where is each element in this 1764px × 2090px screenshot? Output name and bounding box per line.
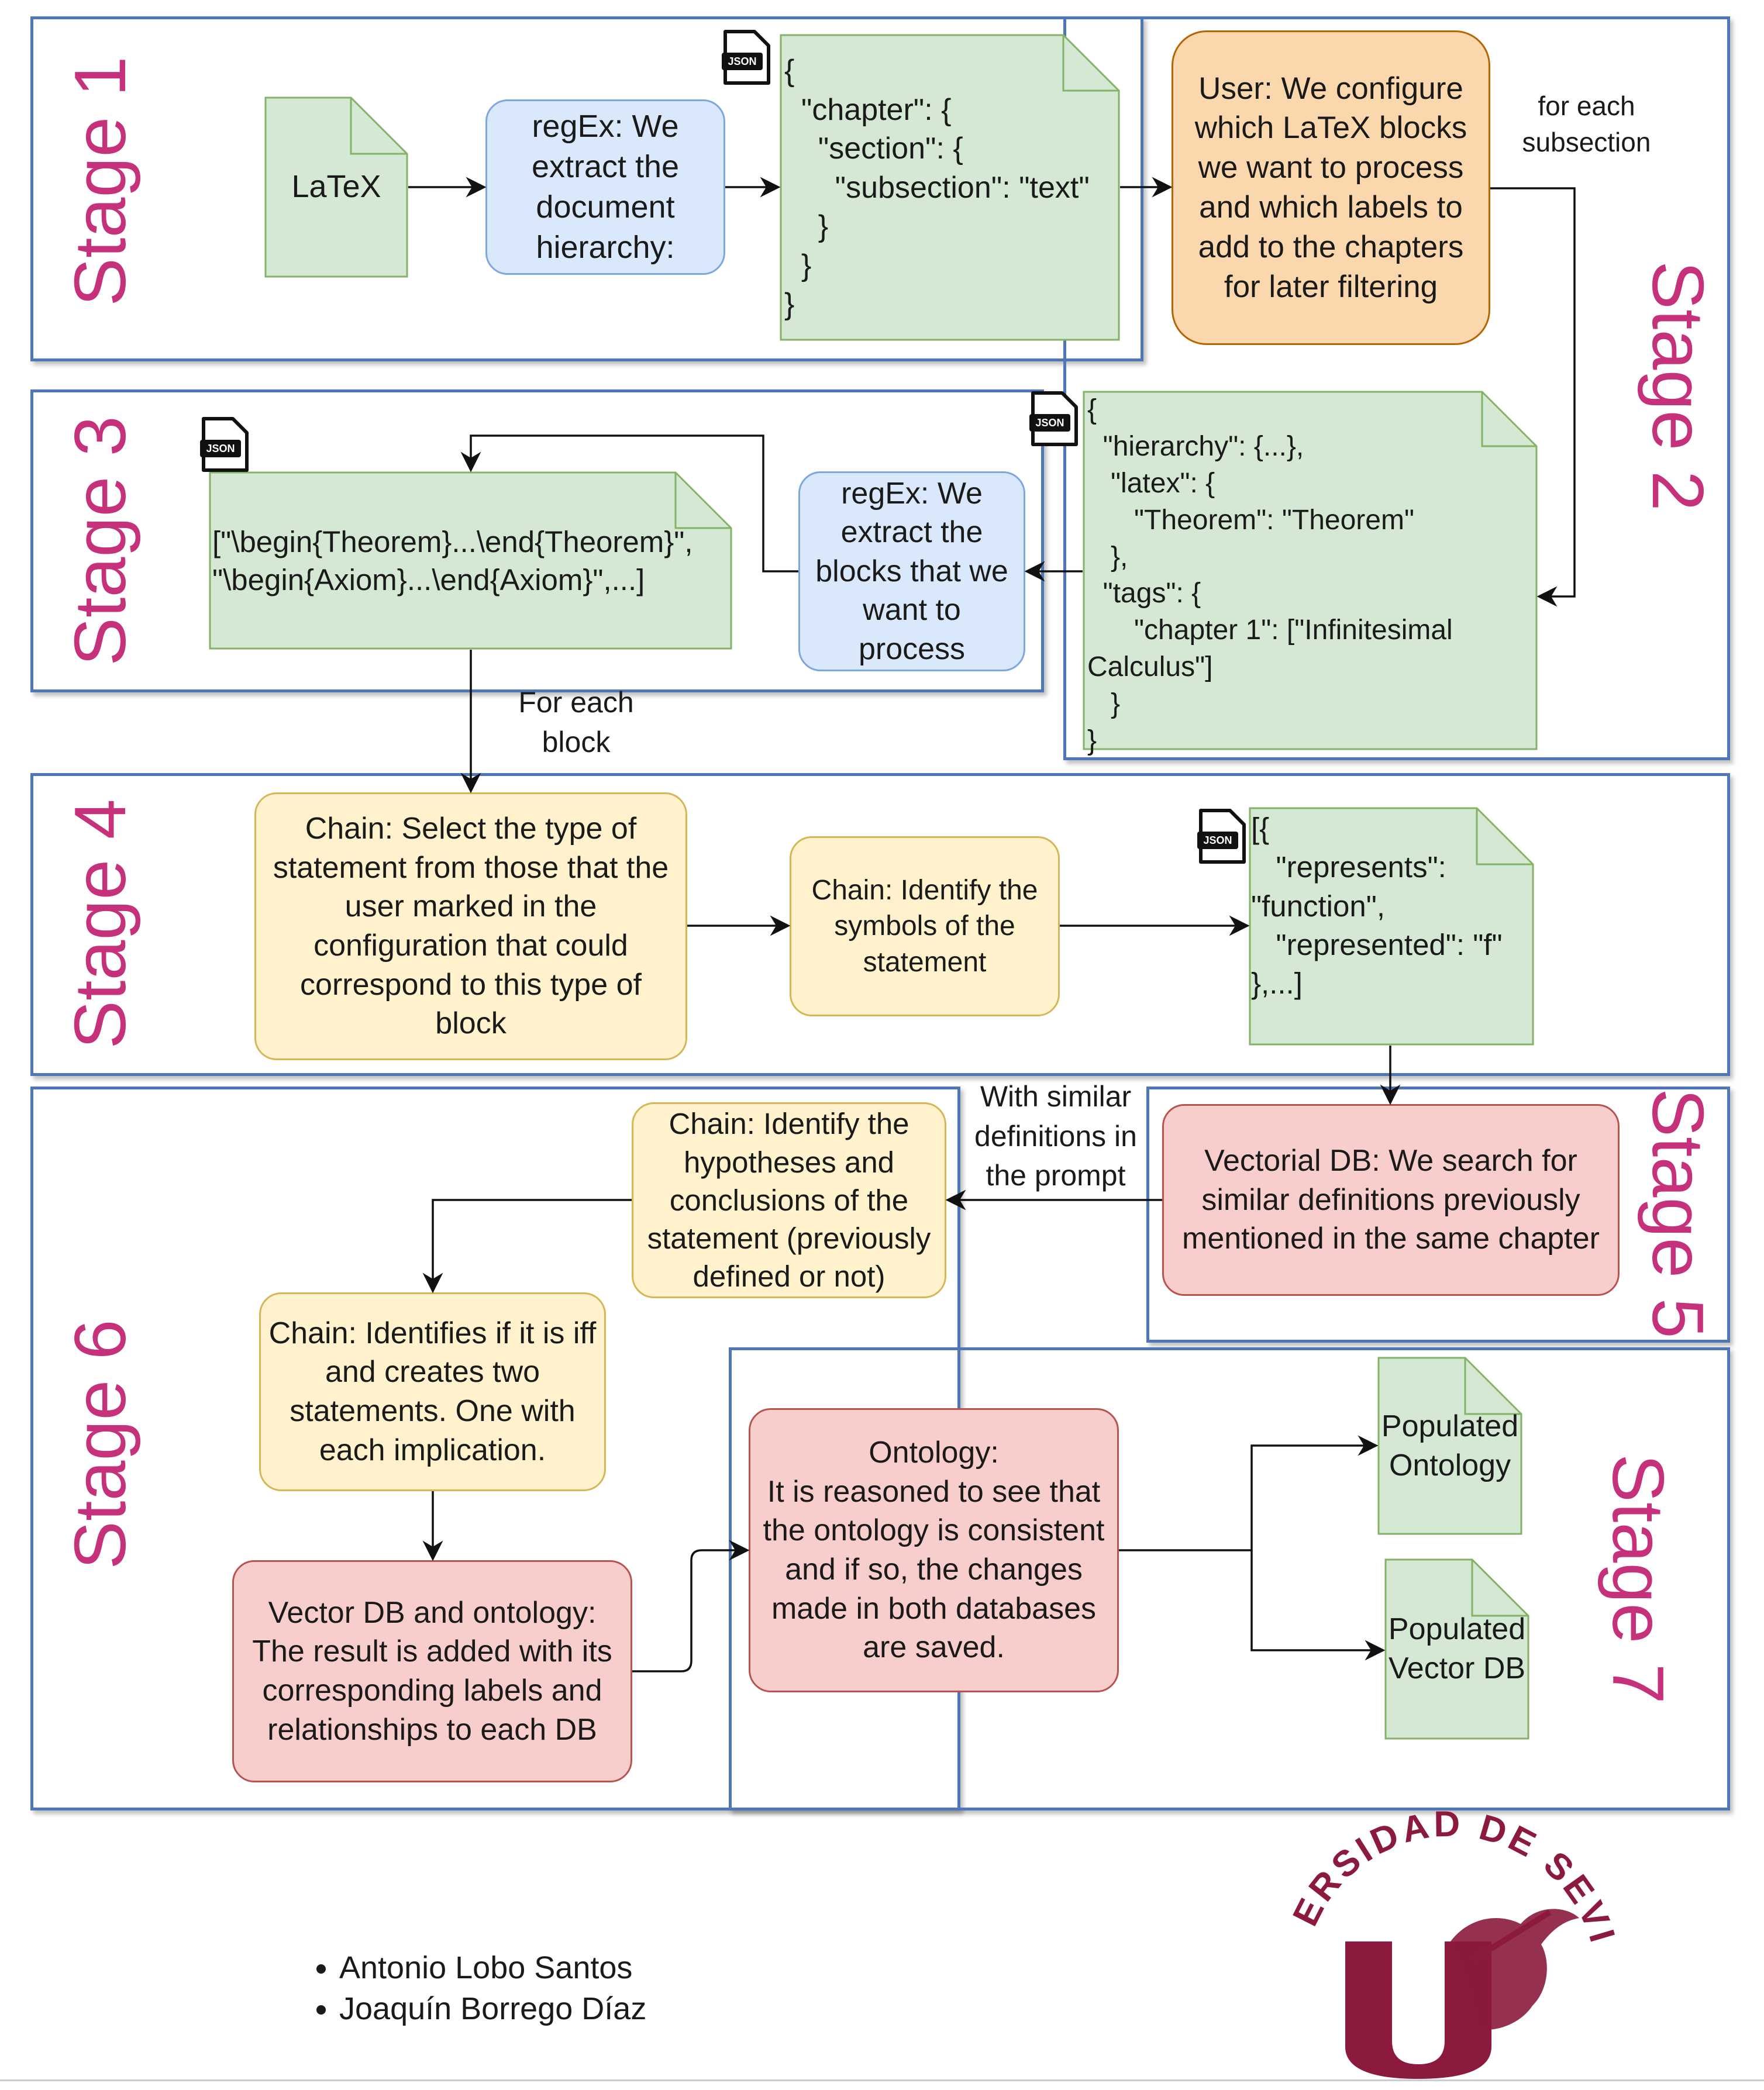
chain-symbols-node: Chain: Identify the symbols of the state… — [790, 836, 1060, 1016]
logo-text: UNIVERSIDAD DE SEVILLA — [1275, 1766, 1620, 1950]
arrow-hypotheses-to-iff — [422, 1199, 632, 1294]
json-symbols-document: [{ "represents": "function", "represente… — [1249, 807, 1534, 1046]
svg-text:JSON: JSON — [1035, 417, 1064, 429]
arrow-vectordb-to-ontology — [632, 1540, 750, 1672]
json-file-icon: JSON — [722, 30, 770, 85]
latex-document-label: LaTeX — [291, 169, 381, 205]
authors-list: Antonio Lobo Santos Joaquín Borrego Díaz — [304, 1947, 646, 2029]
chain-hypotheses-node: Chain: Identify the hypotheses and concl… — [632, 1102, 946, 1298]
chain-iff-node: Chain: Identifies if it is iff and creat… — [259, 1292, 606, 1491]
latex-document: LaTeX — [264, 96, 408, 278]
svg-text:UNIVERSIDAD DE SEVILLA: UNIVERSIDAD DE SEVILLA — [1275, 1766, 1624, 1950]
json-symbols-text: [{ "represents": "function", "represente… — [1251, 812, 1503, 1001]
stage-2-region — [1063, 16, 1730, 760]
for-each-subsection-label: for each subsection — [1522, 91, 1651, 158]
for-each-block-label: For each block — [518, 686, 634, 758]
universidad-de-sevilla-logo: UNIVERSIDAD DE SEVILLA — [1275, 1766, 1624, 2079]
json-file-icon: JSON — [1029, 391, 1078, 446]
json-blocks-text: ["\begin{Theorem}...\end{Theorem}", "\be… — [212, 525, 693, 597]
json-blocks-document: ["\begin{Theorem}...\end{Theorem}", "\be… — [209, 471, 732, 650]
with-similar-definitions-label: With similar definitions in the prompt — [974, 1080, 1137, 1192]
arrow-regex-blocks-to-json-blocks — [460, 434, 798, 572]
svg-text:JSON: JSON — [1203, 834, 1232, 846]
arrow-user-to-config — [1490, 187, 1576, 607]
json-hierarchy-document: { "chapter": { "section": { "subsection"… — [780, 34, 1120, 341]
arrow-ontology-to-populated-ontology — [1119, 1435, 1379, 1551]
svg-text:JSON: JSON — [728, 56, 756, 67]
regex-blocks-node: regEx: We extract the blocks that we wan… — [798, 471, 1025, 671]
stage-5-region — [1146, 1087, 1730, 1343]
stage-3-region — [30, 389, 1044, 692]
populated-vector-db-label: Populated Vector DB — [1388, 1612, 1526, 1685]
json-file-icon: JSON — [200, 417, 249, 472]
populated-vector-db-document: Populated Vector DB — [1384, 1558, 1529, 1740]
svg-text:JSON: JSON — [206, 443, 235, 454]
json-hierarchy-text: { "chapter": { "section": { "subsection"… — [784, 54, 1090, 322]
json-file-icon: JSON — [1197, 809, 1246, 864]
stage-1-region — [30, 16, 1143, 361]
footer-divider — [0, 2079, 1764, 2081]
vectorial-db-node: Vectorial DB: We search for similar defi… — [1162, 1104, 1620, 1296]
stage-4-region — [30, 773, 1730, 1076]
arrow-ontology-to-populated-vectordb — [1250, 1550, 1386, 1661]
chain-select-type-node: Chain: Select the type of statement from… — [254, 792, 687, 1060]
json-config-text: { "hierarchy": {...}, "latex": { "Theore… — [1087, 394, 1453, 756]
populated-ontology-label: Populated Ontology — [1381, 1409, 1519, 1482]
ontology-node: Ontology: It is reasoned to see that the… — [749, 1408, 1119, 1692]
regex-hierarchy-node: regEx: We extract the document hierarchy… — [485, 99, 725, 275]
json-config-document: { "hierarchy": {...}, "latex": { "Theore… — [1083, 391, 1538, 756]
ontology-text: Ontology: It is reasoned to see that the… — [763, 1436, 1105, 1665]
stage-7-region — [729, 1347, 1730, 1810]
populated-ontology-document: Populated Ontology — [1377, 1357, 1522, 1535]
vector-db-ontology-node: Vector DB and ontology: The result is ad… — [232, 1560, 632, 1782]
author-item: Joaquín Borrego Díaz — [339, 1988, 646, 2029]
author-item: Antonio Lobo Santos — [339, 1947, 646, 1988]
user-config-node: User: We configure which LaTeX blocks we… — [1172, 30, 1490, 345]
